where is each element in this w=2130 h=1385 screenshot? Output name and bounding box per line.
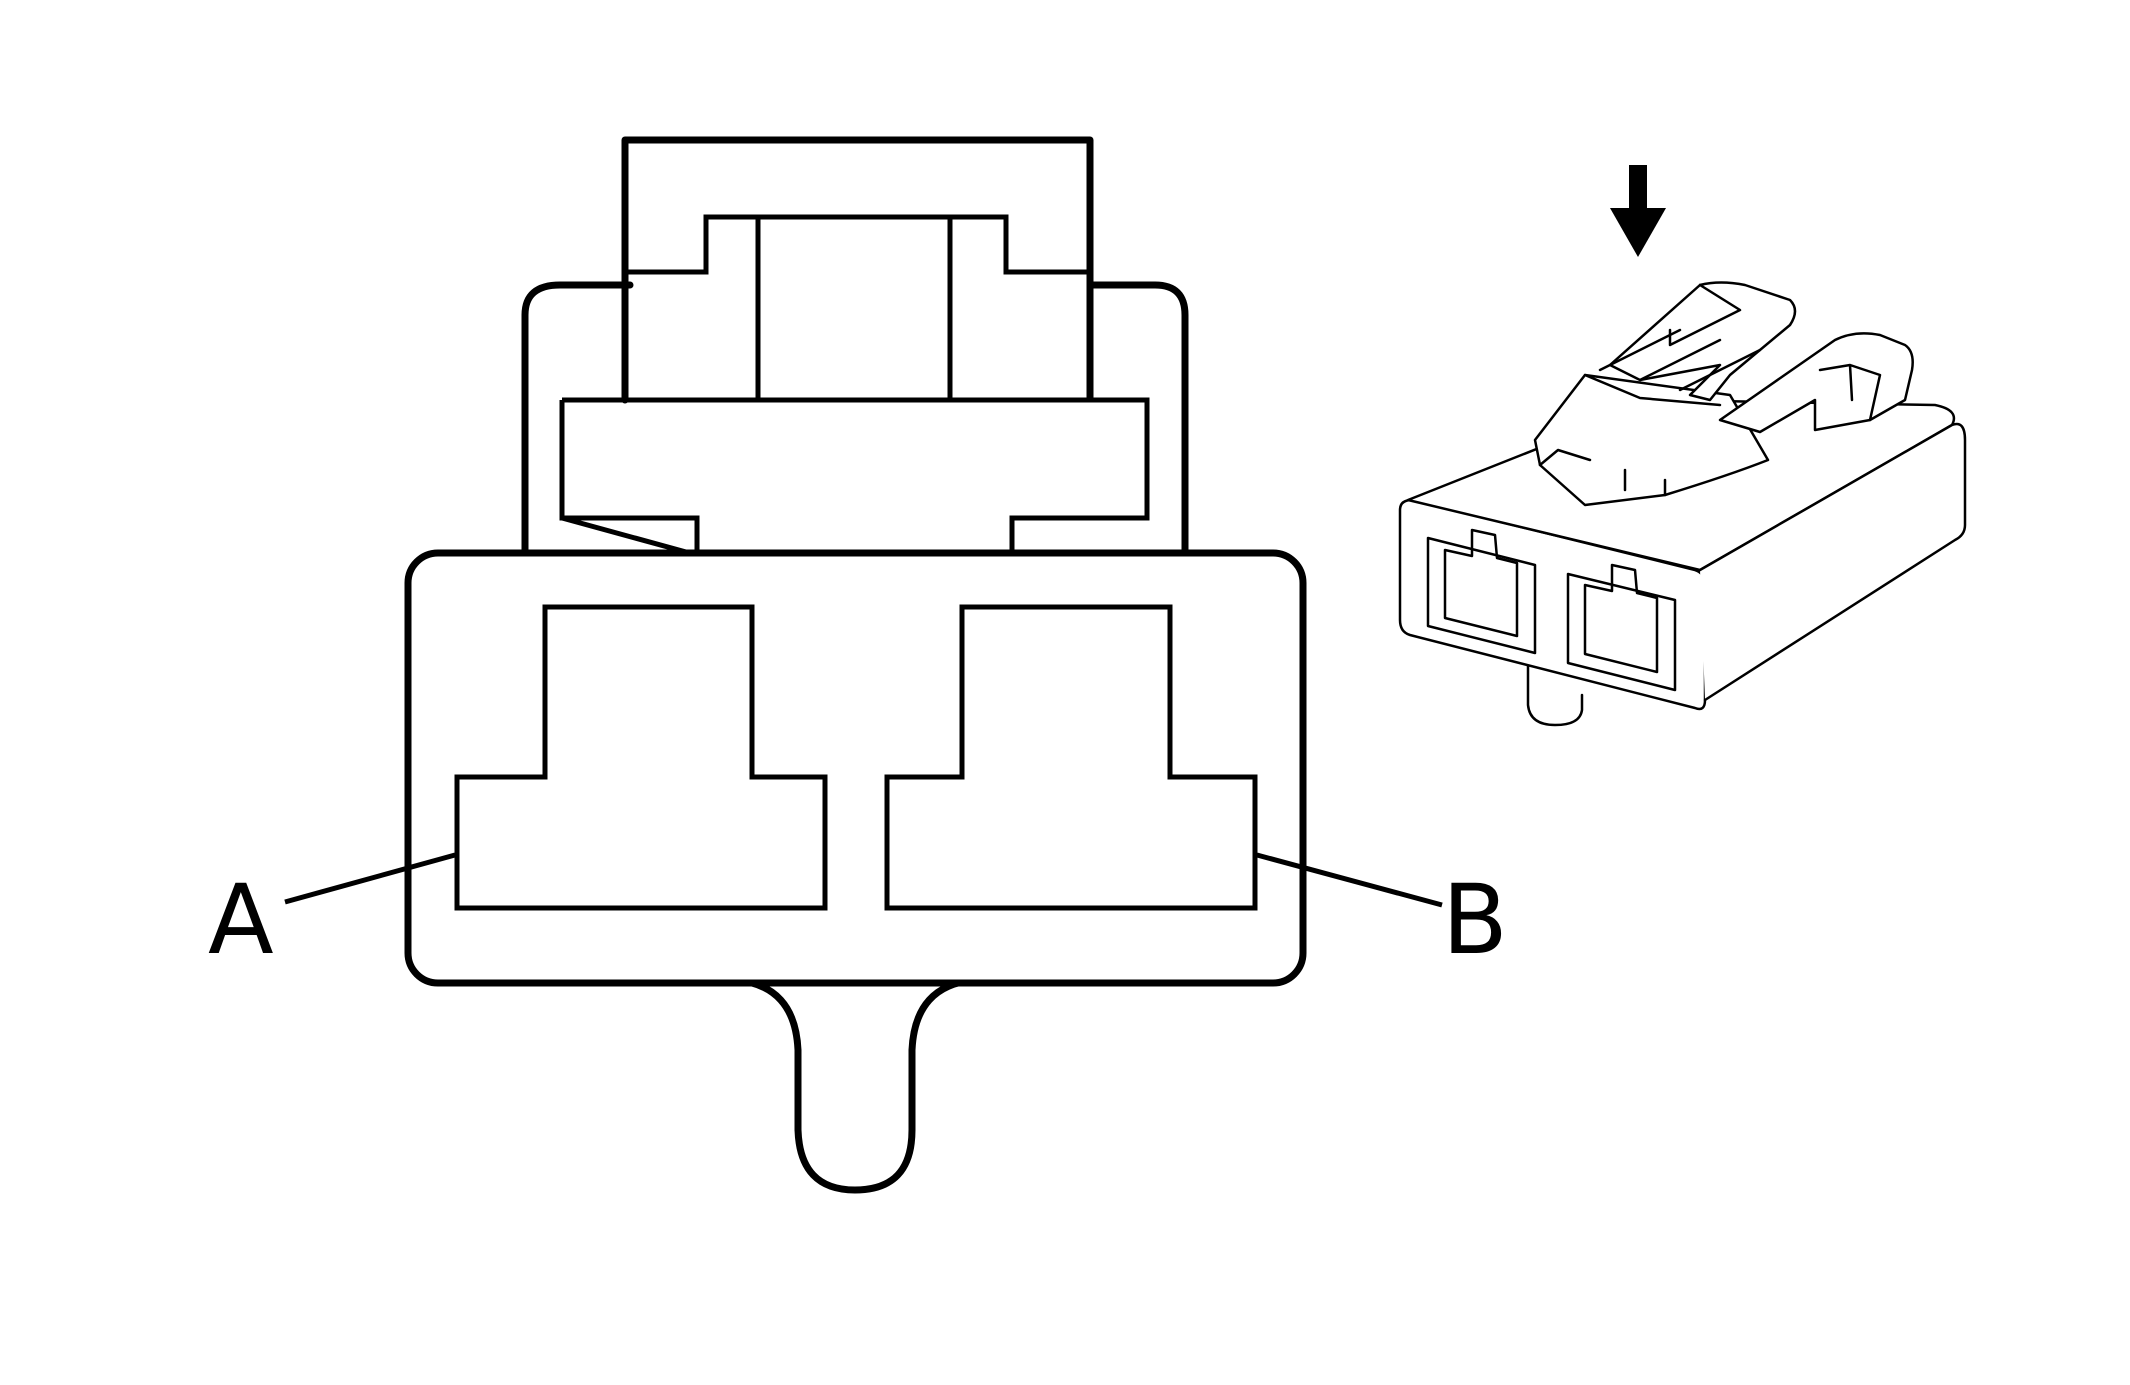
connector-iso-view — [1398, 165, 1967, 727]
iso-latch-ramp-edge — [1583, 373, 1722, 407]
iso-latch-notch — [1538, 448, 1667, 497]
connector-latch-plate-outline — [559, 397, 1150, 555]
iso-guide-rail-left-edge — [1668, 283, 1742, 347]
connector-latch-plate — [561, 397, 1150, 559]
iso-right-face — [1698, 422, 1967, 702]
iso-cavity-a-outer — [1426, 536, 1537, 655]
iso-cavity-b-outer — [1566, 572, 1677, 692]
iso-top-slot — [1598, 328, 1762, 392]
connector-upper-housing — [521, 281, 1189, 564]
arrow-down-icon — [1610, 165, 1666, 257]
connector-lock-cap — [621, 136, 1094, 404]
terminal-label-b: B — [1442, 864, 1508, 976]
terminal-cavity-a — [454, 604, 828, 911]
connector-lock-inner — [628, 214, 1088, 275]
terminal-cavity-b — [884, 604, 1258, 911]
connector-front-view: A B — [208, 136, 1508, 1194]
connector-bottom-tab — [731, 976, 979, 1194]
leader-line-b — [1256, 852, 1443, 908]
iso-guide-rail-right-edge — [1818, 363, 1882, 422]
leader-line-a — [284, 852, 456, 905]
terminal-label-a: A — [208, 864, 274, 976]
iso-guide-rail-right — [1718, 332, 1914, 434]
iso-cavity-a-inner — [1443, 528, 1519, 638]
iso-bottom-tab — [1526, 653, 1584, 727]
iso-cavity-b-inner — [1583, 563, 1659, 674]
